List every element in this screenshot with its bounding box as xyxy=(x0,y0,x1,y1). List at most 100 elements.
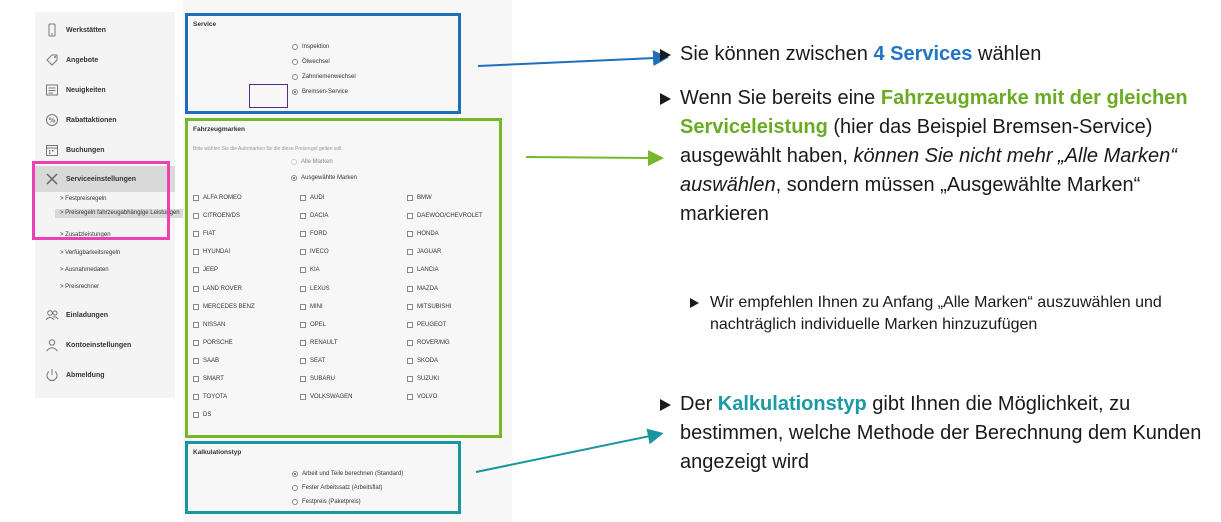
checkbox-box xyxy=(300,267,306,274)
brand-checkbox[interactable]: LANCIA xyxy=(407,267,439,274)
brand-label: SKODA xyxy=(417,357,439,364)
brand-checkbox[interactable]: PEUGEOT xyxy=(407,321,446,328)
brand-label: FORD xyxy=(310,231,327,238)
checkbox-box xyxy=(407,339,413,346)
checkbox-box xyxy=(300,249,306,256)
brand-checkbox[interactable]: TOYOTA xyxy=(193,394,227,401)
brand-label: OPEL xyxy=(310,321,327,328)
sidebar-subitem-zusatzleistungen[interactable]: > Zusatzleistungen xyxy=(60,232,111,238)
brand-checkbox[interactable]: DS xyxy=(193,412,212,419)
brand-checkbox[interactable]: ALFA ROMEO xyxy=(193,195,242,201)
brand-checkbox[interactable]: VOLVO xyxy=(407,394,438,401)
brand-checkbox[interactable]: DAEWOO/CHEVROLET xyxy=(407,213,483,220)
brand-checkbox[interactable]: AUDI xyxy=(300,195,324,201)
checkbox-box xyxy=(193,394,199,401)
checkbox-box xyxy=(193,321,199,328)
calendar-icon xyxy=(44,143,60,157)
sidebar-item-buchungen[interactable]: Buchungen xyxy=(35,137,175,163)
brand-label: MERCEDES BENZ xyxy=(203,303,255,310)
brand-checkbox[interactable]: SKODA xyxy=(407,357,439,364)
brand-checkbox[interactable]: MAZDA xyxy=(407,285,438,292)
brand-checkbox[interactable]: ROVER/MG xyxy=(407,339,450,346)
brand-label: KIA xyxy=(310,267,320,274)
brand-checkbox[interactable]: SUBARU xyxy=(300,376,335,382)
brand-checkbox[interactable]: LAND ROVER xyxy=(193,285,242,292)
checkbox-box xyxy=(300,231,306,238)
sidebar-item-rabattaktionen[interactable]: % Rabattaktionen xyxy=(35,107,175,133)
kalk-option-arbeitsflat[interactable]: Fester Arbeitssatz (Arbeitsflat) xyxy=(292,485,382,491)
brand-label: SMART xyxy=(203,376,224,382)
sidebar-subitem-preisrechner[interactable]: > Preisrechner xyxy=(60,284,100,290)
brand-checkbox[interactable]: HYUNDAI xyxy=(193,249,231,256)
brand-label: DS xyxy=(203,412,212,419)
brand-checkbox[interactable]: MITSUBISHI xyxy=(407,303,451,310)
brand-label: VOLVO xyxy=(417,394,438,401)
sidebar-subitem-festpreisregeln[interactable]: > Festpreisregeln xyxy=(60,196,107,202)
radio-ausgewaehlte-marken[interactable]: Ausgewählte Marken xyxy=(291,175,357,181)
brand-checkbox[interactable]: DACIA xyxy=(300,213,328,220)
checkbox-box xyxy=(193,303,199,310)
sidebar-item-serviceeinstellungen[interactable]: Serviceeinstellungen xyxy=(35,166,175,192)
brand-checkbox[interactable]: RENAULT xyxy=(300,339,338,346)
brand-checkbox[interactable]: MINI xyxy=(300,303,323,310)
brand-checkbox[interactable]: BMW xyxy=(407,195,432,201)
brand-label: IVECO xyxy=(310,249,329,256)
brand-checkbox[interactable]: IVECO xyxy=(300,249,329,256)
service-option-bremsen-service[interactable]: Bremsen-Service xyxy=(292,89,348,95)
sidebar-item-label: Abmeldung xyxy=(66,371,105,379)
kalk-option-arbeit-teile[interactable]: Arbeit und Teile berechnen (Standard) xyxy=(292,471,403,477)
brand-checkbox[interactable]: LEXUS xyxy=(300,285,330,292)
sidebar-item-angebote[interactable]: Angebote xyxy=(35,47,175,73)
checkbox-box xyxy=(407,357,413,364)
brand-checkbox[interactable]: SUZUKI xyxy=(407,376,439,382)
brand-checkbox[interactable]: SEAT xyxy=(300,357,325,364)
bullet-triangle-icon xyxy=(660,93,671,105)
checkbox-box xyxy=(407,303,413,310)
brand-label: HYUNDAI xyxy=(203,249,231,256)
brand-checkbox[interactable]: VOLKSWAGEN xyxy=(300,394,352,401)
sidebar-item-werkstaetten[interactable]: Werkstätten xyxy=(35,17,175,43)
brand-checkbox[interactable]: JAGUAR xyxy=(407,249,441,256)
brand-checkbox[interactable]: MERCEDES BENZ xyxy=(193,303,255,310)
checkbox-box xyxy=(407,376,413,382)
brand-checkbox[interactable]: SMART xyxy=(193,376,224,382)
brand-checkbox[interactable]: OPEL xyxy=(300,321,327,328)
brand-label: SUZUKI xyxy=(417,376,440,382)
phone-icon xyxy=(44,23,60,37)
sidebar-subitem-verfuegbarkeitsregeln[interactable]: > Verfügbarkeitsregeln xyxy=(60,250,121,256)
sidebar-item-kontoeinstellungen[interactable]: Kontoeinstellungen xyxy=(35,332,175,358)
brand-checkbox[interactable]: SAAB xyxy=(193,357,219,364)
brand-checkbox[interactable]: FIAT xyxy=(193,231,216,238)
checkbox-box xyxy=(193,357,199,364)
sidebar-item-einladungen[interactable]: Einladungen xyxy=(35,302,175,328)
tools-icon xyxy=(44,172,60,186)
brand-checkbox[interactable]: FORD xyxy=(300,231,327,238)
brand-checkbox[interactable]: JEEP xyxy=(193,267,218,274)
brand-checkbox[interactable]: KIA xyxy=(300,267,320,274)
brand-checkbox[interactable]: HONDA xyxy=(407,231,439,238)
checkbox-box xyxy=(300,285,306,292)
checkbox-box xyxy=(407,231,413,238)
sidebar-item-label: Kontoeinstellungen xyxy=(66,341,132,349)
service-option-inspektion[interactable]: Inspektion xyxy=(292,44,329,50)
fahrzeugmarken-section: Fahrzeugmarken Bitte wählen Sie die Auto… xyxy=(185,118,502,438)
brand-label: DAEWOO/CHEVROLET xyxy=(417,213,483,220)
brand-checkbox[interactable]: NISSAN xyxy=(193,321,225,328)
brand-checkbox[interactable]: CITROEN/DS xyxy=(193,213,240,220)
service-option-zahnriemenwechsel[interactable]: Zahnriemenwechsel xyxy=(292,74,356,80)
checkbox-box xyxy=(300,321,306,328)
brand-checkbox[interactable]: PORSCHE xyxy=(193,339,233,346)
sidebar-item-label: Einladungen xyxy=(66,311,108,319)
checkbox-box xyxy=(193,195,199,201)
news-icon xyxy=(44,83,60,97)
sidebar-subitem-ausnahmedaten[interactable]: > Ausnahmedaten xyxy=(60,267,109,273)
sidebar-item-neuigkeiten[interactable]: Neuigkeiten xyxy=(35,77,175,103)
checkbox-box xyxy=(193,285,199,292)
kalk-option-festpreis[interactable]: Festpreis (Paketpreis) xyxy=(292,499,361,505)
sidebar-subitem-preisregeln[interactable]: > Preisregeln fahrzeugabhängige Leistung… xyxy=(55,209,183,218)
radio-alle-marken[interactable]: Alle Marken xyxy=(291,159,333,165)
sidebar-item-abmeldung[interactable]: Abmeldung xyxy=(35,362,175,388)
power-icon xyxy=(44,368,60,382)
service-option-oelwechsel[interactable]: Ölwechsel xyxy=(292,59,330,65)
checkbox-box xyxy=(407,394,413,401)
